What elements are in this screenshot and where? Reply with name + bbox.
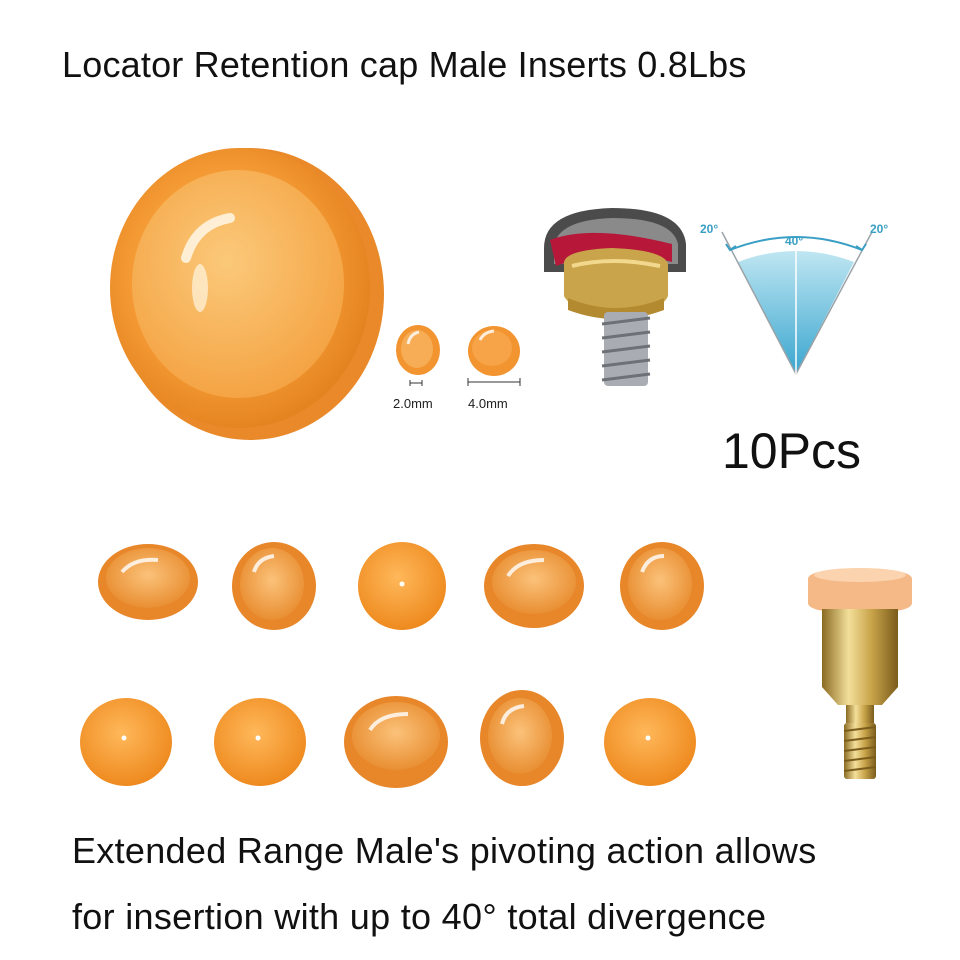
abutment-with-cap-image (808, 568, 912, 779)
cap-5 (620, 542, 704, 630)
large-retention-cap-image (110, 148, 384, 440)
angle-label-right: 20° (870, 222, 889, 236)
angle-label-left: 20° (700, 222, 719, 236)
caption-line-2: for insertion with up to 40° total diver… (72, 896, 767, 937)
size-label-2mm: 2.0mm (393, 396, 433, 411)
caps-grid-image (80, 542, 704, 788)
cap-7 (214, 698, 306, 786)
product-title: Locator Retention cap Male Inserts 0.8Lb… (62, 44, 747, 85)
cap-4 (484, 544, 584, 628)
divergence-angle-diagram (721, 231, 873, 375)
cap-9 (480, 690, 564, 786)
cap-6 (80, 698, 172, 786)
angle-label-center: 40° (785, 234, 804, 248)
abutment-cross-section-image (544, 208, 686, 386)
cap-3 (358, 542, 446, 630)
cap-1 (98, 544, 198, 620)
cap-2 (232, 542, 316, 630)
quantity-label: 10Pcs (722, 423, 861, 479)
cap-8 (344, 696, 448, 788)
size-comparison-caps (396, 325, 521, 386)
caption-line-1: Extended Range Male's pivoting action al… (72, 830, 817, 871)
cap-10 (604, 698, 696, 786)
size-label-4mm: 4.0mm (468, 396, 508, 411)
